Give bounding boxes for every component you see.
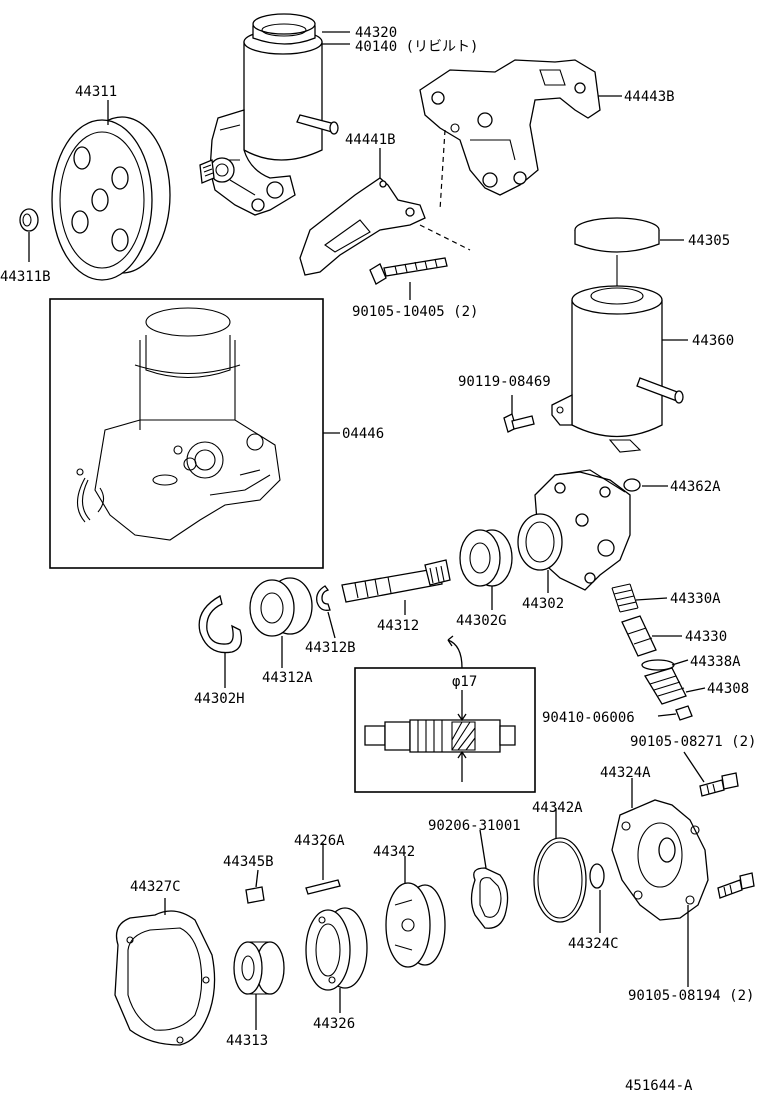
pin-44326A-drawing bbox=[305, 879, 341, 895]
label-44302G: 44302G bbox=[456, 613, 507, 629]
label-44338A: 44338A bbox=[690, 654, 741, 670]
label-44441B: 44441B bbox=[345, 132, 396, 148]
cam-ring-44326-drawing bbox=[305, 907, 368, 991]
pulley-44311-drawing bbox=[51, 116, 171, 281]
rotor-44313-drawing bbox=[233, 941, 285, 995]
label-90105-10405: 90105-10405 (2) bbox=[352, 304, 478, 320]
kit-04446-drawing bbox=[76, 307, 281, 541]
nut-44311B-drawing bbox=[19, 208, 39, 232]
label-44330: 44330 bbox=[685, 629, 727, 645]
label-44320: 44320 bbox=[355, 25, 397, 41]
label-44345B: 44345B bbox=[223, 854, 274, 870]
label-44311: 44311 bbox=[75, 84, 117, 100]
label-44324A: 44324A bbox=[600, 765, 651, 781]
label-44302: 44302 bbox=[522, 596, 564, 612]
label-44342: 44342 bbox=[373, 844, 415, 860]
label-44308: 44308 bbox=[707, 681, 749, 697]
gasket-90206-31001-drawing bbox=[470, 867, 509, 929]
label-40140: 40140 (リビルト) bbox=[355, 39, 478, 55]
detail-diameter-label: φ17 bbox=[452, 674, 477, 690]
detail-pointer-arrowhead bbox=[447, 635, 454, 647]
label-44313: 44313 bbox=[226, 1033, 268, 1049]
bracket-44443B-drawing bbox=[419, 59, 601, 196]
reservoir-44360-drawing bbox=[551, 217, 684, 453]
bracket-44441B-drawing bbox=[299, 177, 426, 276]
detail-pointer-arrow bbox=[447, 639, 463, 669]
plug-44308-drawing bbox=[644, 667, 687, 705]
label-90105-08194: 90105-08194 (2) bbox=[628, 988, 754, 1004]
bolt-90105-08194-drawing bbox=[717, 872, 755, 899]
bolt-90119-08469-drawing bbox=[503, 413, 535, 433]
alignment-dash-2 bbox=[419, 224, 471, 251]
label-90206-31001: 90206-31001 bbox=[428, 818, 521, 834]
bolt-90105-08271-drawing bbox=[699, 772, 739, 797]
part-labels: 44320 40140 (リビルト) 44443B 44311 44441B 4… bbox=[0, 25, 756, 1094]
spring-44330A-drawing bbox=[611, 583, 639, 613]
plug-90410-06006-drawing bbox=[675, 705, 693, 721]
label-44342A: 44342A bbox=[532, 800, 583, 816]
cover-44324A-drawing bbox=[611, 799, 709, 921]
gasket-44327C-drawing bbox=[114, 910, 216, 1046]
label-44362A: 44362A bbox=[670, 479, 721, 495]
o-ring-44342A-drawing bbox=[533, 837, 587, 923]
vane-44345B-drawing bbox=[245, 886, 265, 904]
label-44302H: 44302H bbox=[194, 691, 245, 707]
label-90410-06006: 90410-06006 bbox=[542, 710, 635, 726]
label-44312B: 44312B bbox=[305, 640, 356, 656]
housing-44302-drawing bbox=[517, 469, 631, 591]
label-90119-08469: 90119-08469 bbox=[458, 374, 551, 390]
gasket-44327C-inner bbox=[127, 927, 203, 1031]
detail-inset-frame bbox=[354, 667, 536, 793]
detail-shaft-drawing bbox=[364, 690, 516, 782]
kit-04446-frame bbox=[49, 298, 324, 569]
pump-assembly-drawing bbox=[199, 13, 339, 216]
snap-ring-44302H-drawing bbox=[198, 595, 243, 654]
alignment-dash-1 bbox=[439, 129, 446, 211]
label-44326A: 44326A bbox=[294, 833, 345, 849]
label-44327C: 44327C bbox=[130, 879, 181, 895]
label-90105-08271: 90105-08271 (2) bbox=[630, 734, 756, 750]
label-44443B: 44443B bbox=[624, 89, 675, 105]
label-44326: 44326 bbox=[313, 1016, 355, 1032]
plate-44342-drawing bbox=[385, 882, 446, 968]
label-44330A: 44330A bbox=[670, 591, 721, 607]
label-44312: 44312 bbox=[377, 618, 419, 634]
bearing-44302G-drawing bbox=[459, 529, 513, 587]
label-44360: 44360 bbox=[692, 333, 734, 349]
label-44305: 44305 bbox=[688, 233, 730, 249]
shaft-44312-drawing bbox=[341, 559, 451, 603]
bearing-44312A-drawing bbox=[249, 577, 313, 637]
leader-lines bbox=[28, 31, 706, 1030]
label-04446: 04446 bbox=[342, 426, 384, 442]
label-44324C: 44324C bbox=[568, 936, 619, 952]
o-ring-44362A-drawing bbox=[623, 478, 641, 492]
catalog-id: 451644-A bbox=[625, 1078, 693, 1094]
o-ring-44324C-drawing bbox=[589, 863, 605, 889]
valve-44330-drawing bbox=[621, 615, 657, 657]
label-44312A: 44312A bbox=[262, 670, 313, 686]
snap-ring-44312B-drawing bbox=[316, 585, 331, 611]
bolt-90105-10405-drawing bbox=[369, 257, 448, 285]
label-44311B: 44311B bbox=[0, 269, 51, 285]
